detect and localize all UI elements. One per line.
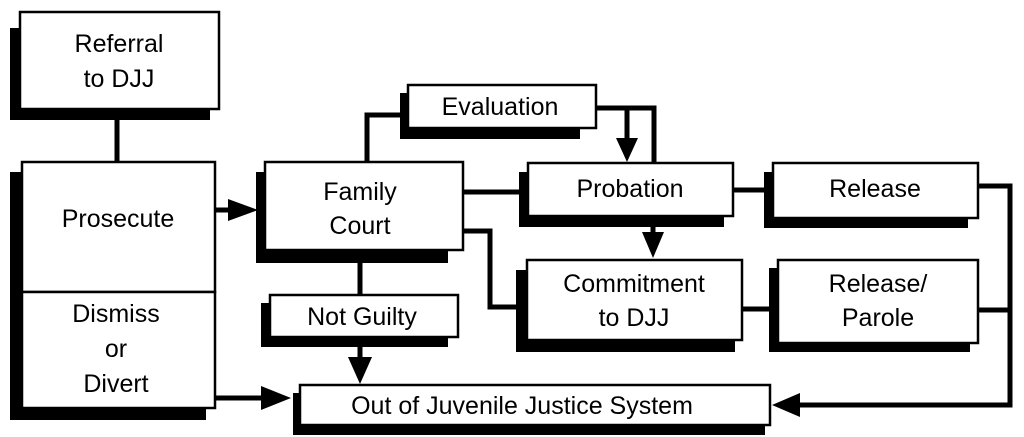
release-label: Release xyxy=(829,175,921,203)
not-guilty-box: Not Guilty xyxy=(261,293,460,347)
arrow-head-out-from-not-guilty xyxy=(348,357,372,384)
connector-family-court-commitment xyxy=(462,228,530,310)
referral-line-2: to DJJ xyxy=(84,65,155,93)
referral-box: Referral to DJJ xyxy=(10,10,221,120)
release-box: Release xyxy=(764,161,980,228)
connector-family-court-evaluation xyxy=(364,112,410,164)
evaluation-label: Evaluation xyxy=(442,93,559,121)
arrow-head-out-from-release xyxy=(772,393,800,417)
family-court-box: Family Court xyxy=(256,160,465,263)
svg-text:to DJJ: to DJJ xyxy=(84,65,155,93)
probation-box: Probation xyxy=(519,161,735,227)
arrow-head-commitment xyxy=(642,232,664,258)
dismiss-line-2: or xyxy=(105,335,127,363)
connector-evaluation-probation xyxy=(594,105,657,165)
commitment-box: Commitment to DJJ xyxy=(516,258,744,352)
connectors xyxy=(114,105,1013,417)
connector-release-out xyxy=(798,183,1013,408)
evaluation-box: Evaluation xyxy=(400,83,598,139)
arrow-head-out-from-dismiss xyxy=(261,386,291,410)
arrow-head-probation xyxy=(616,138,638,162)
commitment-line-2: to DJJ xyxy=(599,304,670,332)
release-parole-line-1: Release/ xyxy=(829,270,928,298)
arrow-head-family-court xyxy=(228,199,258,221)
dismiss-line-3: Divert xyxy=(83,370,148,398)
not-guilty-label: Not Guilty xyxy=(307,303,417,331)
release-parole-line-2: Parole xyxy=(842,304,914,332)
referral-line-1: Referral xyxy=(75,30,164,58)
prosecute-dismiss-box: Prosecute Dismiss or Divert xyxy=(10,160,217,420)
release-parole-box: Release/ Parole xyxy=(769,258,980,352)
family-court-line-1: Family xyxy=(323,178,397,206)
family-court-line-2: Court xyxy=(329,212,390,240)
dismiss-line-1: Dismiss xyxy=(72,300,160,328)
commitment-line-1: Commitment xyxy=(563,270,705,298)
out-of-system-label: Out of Juvenile Justice System xyxy=(351,392,693,420)
prosecute-label: Prosecute xyxy=(62,205,175,233)
svg-text:Referral: Referral xyxy=(75,30,164,58)
probation-label: Probation xyxy=(576,175,683,203)
out-of-system-box: Out of Juvenile Justice System xyxy=(293,383,772,435)
